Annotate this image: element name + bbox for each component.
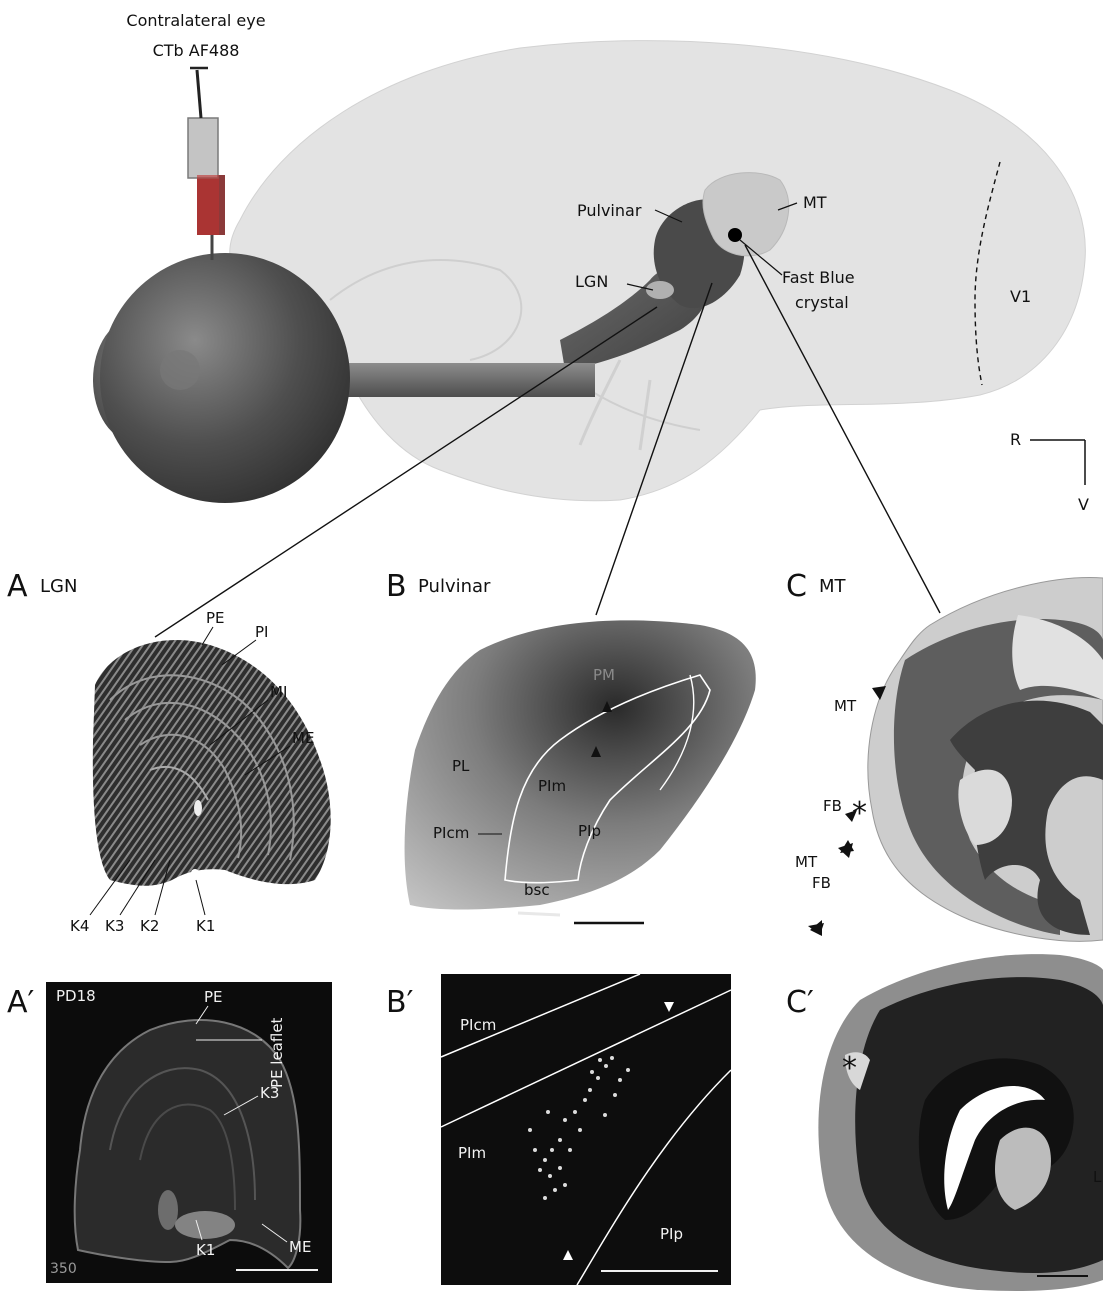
lgn-section-image xyxy=(93,640,331,886)
lgn-label: LGN xyxy=(575,272,608,291)
lgn-mi-label: MI xyxy=(270,683,287,701)
fb-asterisk-c: * xyxy=(852,796,867,831)
optic-nerve xyxy=(345,363,595,397)
lgn-k1-label: K1 xyxy=(196,917,215,935)
pulvinar-label: Pulvinar xyxy=(577,201,642,220)
mt-c-fb-label: FB xyxy=(823,797,842,815)
b-prime-pip-label: PIp xyxy=(660,1225,683,1243)
injection-label-line1: Contralateral eye xyxy=(126,11,265,30)
panel-b-letter: B xyxy=(386,569,407,604)
a-prime-me-label: ME xyxy=(289,1238,311,1256)
a-prime-k3-label: K3 xyxy=(260,1084,279,1102)
fb-asterisk-c-prime: * xyxy=(842,1051,857,1086)
pulvinar-bsc-label: bsc xyxy=(524,881,550,899)
lgn-pi-label: PI xyxy=(255,623,268,641)
lgn-k3-label: K3 xyxy=(105,917,124,935)
c-prime-mt-label: MT xyxy=(795,853,818,871)
injection-label-line2: CTb AF488 xyxy=(153,41,240,60)
b-prime-picm-label: PIcm xyxy=(460,1016,496,1034)
a-prime-scale-number: 350 xyxy=(50,1261,77,1277)
panel-b-title: Pulvinar xyxy=(418,576,491,597)
pulvinar-pm-label: PM xyxy=(593,666,615,684)
axis-v-label: V xyxy=(1078,495,1089,514)
fast-blue-crystal xyxy=(728,228,742,242)
lgn-highlight xyxy=(646,281,674,299)
syringe-barrel xyxy=(188,118,218,178)
panel-a-prime-letter: A′ xyxy=(7,985,35,1020)
mt-section-image: * xyxy=(845,578,1103,942)
a-prime-k1-label: K1 xyxy=(196,1241,215,1259)
pulvinar-picm-label: PIcm xyxy=(433,824,469,842)
panel-a-letter: A xyxy=(7,569,28,604)
c-prime-fb-label: FB xyxy=(812,874,831,892)
brain-schematic xyxy=(230,41,1086,501)
a-prime-pe-label: PE xyxy=(204,988,223,1006)
eyeball xyxy=(100,253,350,503)
panel-c-letter: C xyxy=(786,569,807,604)
pulvinar-pip-label: PIp xyxy=(578,822,601,840)
panel-a-title: LGN xyxy=(40,576,77,597)
a-prime-pe-leaflet-label: PE leaflet xyxy=(268,1017,286,1088)
pulvinar-pl-label: PL xyxy=(452,757,470,775)
b-prime-pim-label: PIm xyxy=(458,1144,486,1162)
mt-c-mt-label: MT xyxy=(834,697,857,715)
fast-blue-label-line1: Fast Blue xyxy=(782,268,855,287)
axis-r-label: R xyxy=(1010,430,1021,449)
lgn-me-label: ME xyxy=(292,729,314,747)
orientation-axes: R V xyxy=(1010,430,1089,514)
fast-blue-label-line2: crystal xyxy=(795,293,849,312)
panel-b-prime-letter: B′ xyxy=(386,985,414,1020)
pulvinar-pim-label: PIm xyxy=(538,777,566,795)
panel-c-title: MT xyxy=(819,576,847,597)
v1-label: V1 xyxy=(1010,287,1031,306)
c-prime-l-label: L xyxy=(1093,1168,1102,1186)
panel-c-prime-letter: C′ xyxy=(786,985,814,1020)
mt-label: MT xyxy=(803,193,827,212)
lgn-k4-label: K4 xyxy=(70,917,89,935)
a-prime-age-label: PD18 xyxy=(56,987,96,1005)
lgn-pe-label: PE xyxy=(206,609,225,627)
lgn-k2-label: K2 xyxy=(140,917,159,935)
syringe-plunger xyxy=(197,70,201,118)
